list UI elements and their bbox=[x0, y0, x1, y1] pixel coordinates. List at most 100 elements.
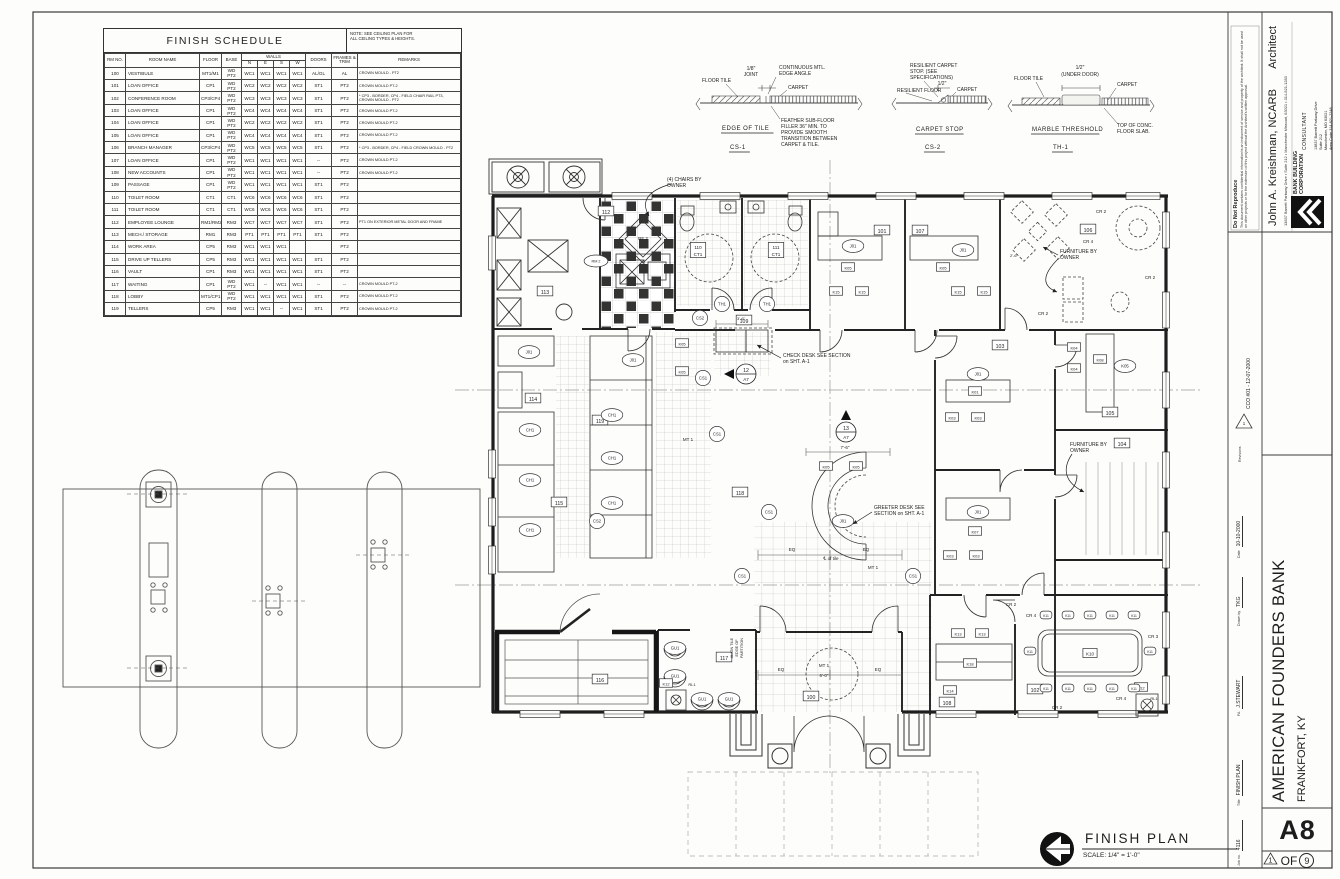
plan-label: K11 bbox=[1143, 646, 1157, 656]
svg-text:CR 2: CR 2 bbox=[1145, 275, 1156, 280]
field-date: Date 10-10-2000 bbox=[1236, 473, 1249, 558]
plan-label: K05 bbox=[675, 338, 689, 348]
plan-label: J01 bbox=[831, 514, 855, 528]
revisions-label: Revisions bbox=[1238, 446, 1242, 462]
svg-text:CH1: CH1 bbox=[608, 413, 617, 418]
plan-label: EQ bbox=[875, 667, 882, 672]
col-remarks: REMARKS bbox=[357, 53, 461, 68]
svg-text:GREETER DESK SEE: GREETER DESK SEE bbox=[874, 505, 925, 511]
plan-label: CS1 bbox=[761, 504, 777, 520]
svg-text:1/2": 1/2" bbox=[1076, 65, 1085, 71]
plan-label: ℄ of tile bbox=[823, 556, 839, 561]
plan-label: K15 bbox=[829, 286, 843, 296]
svg-text:K15: K15 bbox=[954, 289, 962, 294]
svg-text:CH1: CH1 bbox=[526, 428, 535, 433]
plan-label: CR 2 bbox=[1145, 275, 1156, 280]
svg-text:PARTITION: PARTITION bbox=[740, 638, 744, 658]
svg-text:K11: K11 bbox=[1109, 614, 1115, 618]
svg-text:104: 104 bbox=[1118, 442, 1127, 448]
svg-text:J01: J01 bbox=[840, 519, 847, 524]
plan-label: K13 bbox=[975, 628, 989, 638]
plan-label: CS-2 bbox=[924, 145, 945, 153]
sheet-number: A8 bbox=[1279, 814, 1316, 845]
svg-text:CS2: CS2 bbox=[696, 316, 705, 321]
svg-text:CARPET & TILE.: CARPET & TILE. bbox=[781, 142, 819, 148]
plan-label: MARBLE THRESHOLD bbox=[1031, 127, 1103, 135]
plan-label: CH1 bbox=[518, 473, 542, 487]
plan-label: K05 bbox=[849, 461, 863, 471]
svg-text:CARPET: CARPET bbox=[788, 85, 808, 91]
plan-label: RL1 bbox=[1150, 696, 1158, 701]
plan-label: K11 bbox=[1127, 683, 1141, 693]
svg-text:STOP. (SEE: STOP. (SEE bbox=[910, 69, 938, 75]
svg-text:RESILIENT CARPET: RESILIENT CARPET bbox=[910, 63, 957, 69]
svg-text:K11: K11 bbox=[1065, 687, 1071, 691]
plan-label: 104 bbox=[1113, 437, 1131, 449]
plan-label: RM 2 bbox=[583, 254, 609, 268]
plan-label: CH1 bbox=[600, 408, 624, 422]
svg-text:CR 3: CR 3 bbox=[1148, 634, 1159, 639]
plan-label: K05 bbox=[819, 461, 833, 471]
svg-text:CARPET: CARPET bbox=[957, 87, 977, 93]
do-not-reproduce-body: This document contains confidential info… bbox=[1240, 31, 1249, 228]
revision-triangle-icon bbox=[1235, 413, 1253, 429]
plan-label: 101 bbox=[873, 224, 891, 236]
svg-text:FLOOR TILE: FLOOR TILE bbox=[702, 78, 732, 84]
entry-portico bbox=[729, 714, 931, 769]
mech-equipment bbox=[488, 158, 603, 327]
windows bbox=[488, 192, 1170, 718]
plan-label: K11 bbox=[1105, 683, 1119, 693]
svg-text:CT1: CT1 bbox=[772, 252, 781, 257]
svg-text:2'-6": 2'-6" bbox=[1010, 253, 1019, 258]
plan-label: CS2 bbox=[692, 310, 708, 326]
svg-text:K05: K05 bbox=[844, 265, 852, 270]
plan-label: 117 bbox=[715, 651, 733, 663]
svg-text:TH-1: TH-1 bbox=[1053, 145, 1068, 151]
svg-text:K01: K01 bbox=[971, 389, 979, 394]
plan-label: CH1 bbox=[600, 451, 624, 465]
finish-schedule-table: RM NO. ROOM NAME FLOOR BASE WALLS DOORS … bbox=[104, 53, 461, 316]
svg-text:K13: K13 bbox=[954, 631, 962, 636]
finish-schedule-header: RM NO. ROOM NAME FLOOR BASE WALLS DOORS … bbox=[104, 53, 461, 68]
plan-label: SECTION on SHT. A-1 bbox=[874, 511, 925, 517]
plan-label: (UNDER DOOR) bbox=[1061, 72, 1099, 78]
col-rm-no: RM NO. bbox=[104, 53, 126, 68]
svg-text:116: 116 bbox=[596, 678, 604, 684]
job-no-value: 4116 bbox=[1236, 820, 1243, 852]
svg-text:CS1: CS1 bbox=[713, 432, 722, 437]
svg-text:EDGE OF TILE: EDGE OF TILE bbox=[722, 126, 769, 132]
svg-text:117: 117 bbox=[720, 656, 728, 662]
svg-text:J01: J01 bbox=[960, 248, 967, 253]
plan-label: K15 bbox=[977, 286, 991, 296]
svg-text:GU1: GU1 bbox=[671, 674, 680, 679]
plan-label: CARPET bbox=[957, 87, 977, 93]
plan-label: K04 bbox=[1067, 342, 1081, 352]
svg-text:FURNITURE BY: FURNITURE BY bbox=[1060, 249, 1098, 255]
svg-text:K05: K05 bbox=[1121, 364, 1129, 369]
plan-label: K05 bbox=[675, 366, 689, 376]
bank-building-logo-icon bbox=[1291, 196, 1324, 228]
svg-text:K15: K15 bbox=[832, 289, 840, 294]
svg-text:1: 1 bbox=[1269, 858, 1273, 865]
svg-text:K12: K12 bbox=[662, 681, 670, 686]
plan-label: SPECIFICATIONS) bbox=[910, 75, 953, 81]
svg-text:GU1: GU1 bbox=[671, 646, 680, 651]
field-revisions: Revisions bbox=[1238, 416, 1250, 462]
plan-label: FLOOR TILE bbox=[702, 78, 732, 84]
plan-label: EQ bbox=[778, 667, 785, 672]
svg-text:K11: K11 bbox=[1109, 687, 1115, 691]
svg-text:K10: K10 bbox=[1086, 652, 1095, 657]
svg-text:CS1: CS1 bbox=[699, 376, 708, 381]
plan-label: CR 2 bbox=[1038, 311, 1049, 316]
plan-label: K03 bbox=[945, 412, 959, 422]
plan-label: K05 bbox=[1113, 359, 1137, 373]
svg-text:K15: K15 bbox=[980, 289, 988, 294]
